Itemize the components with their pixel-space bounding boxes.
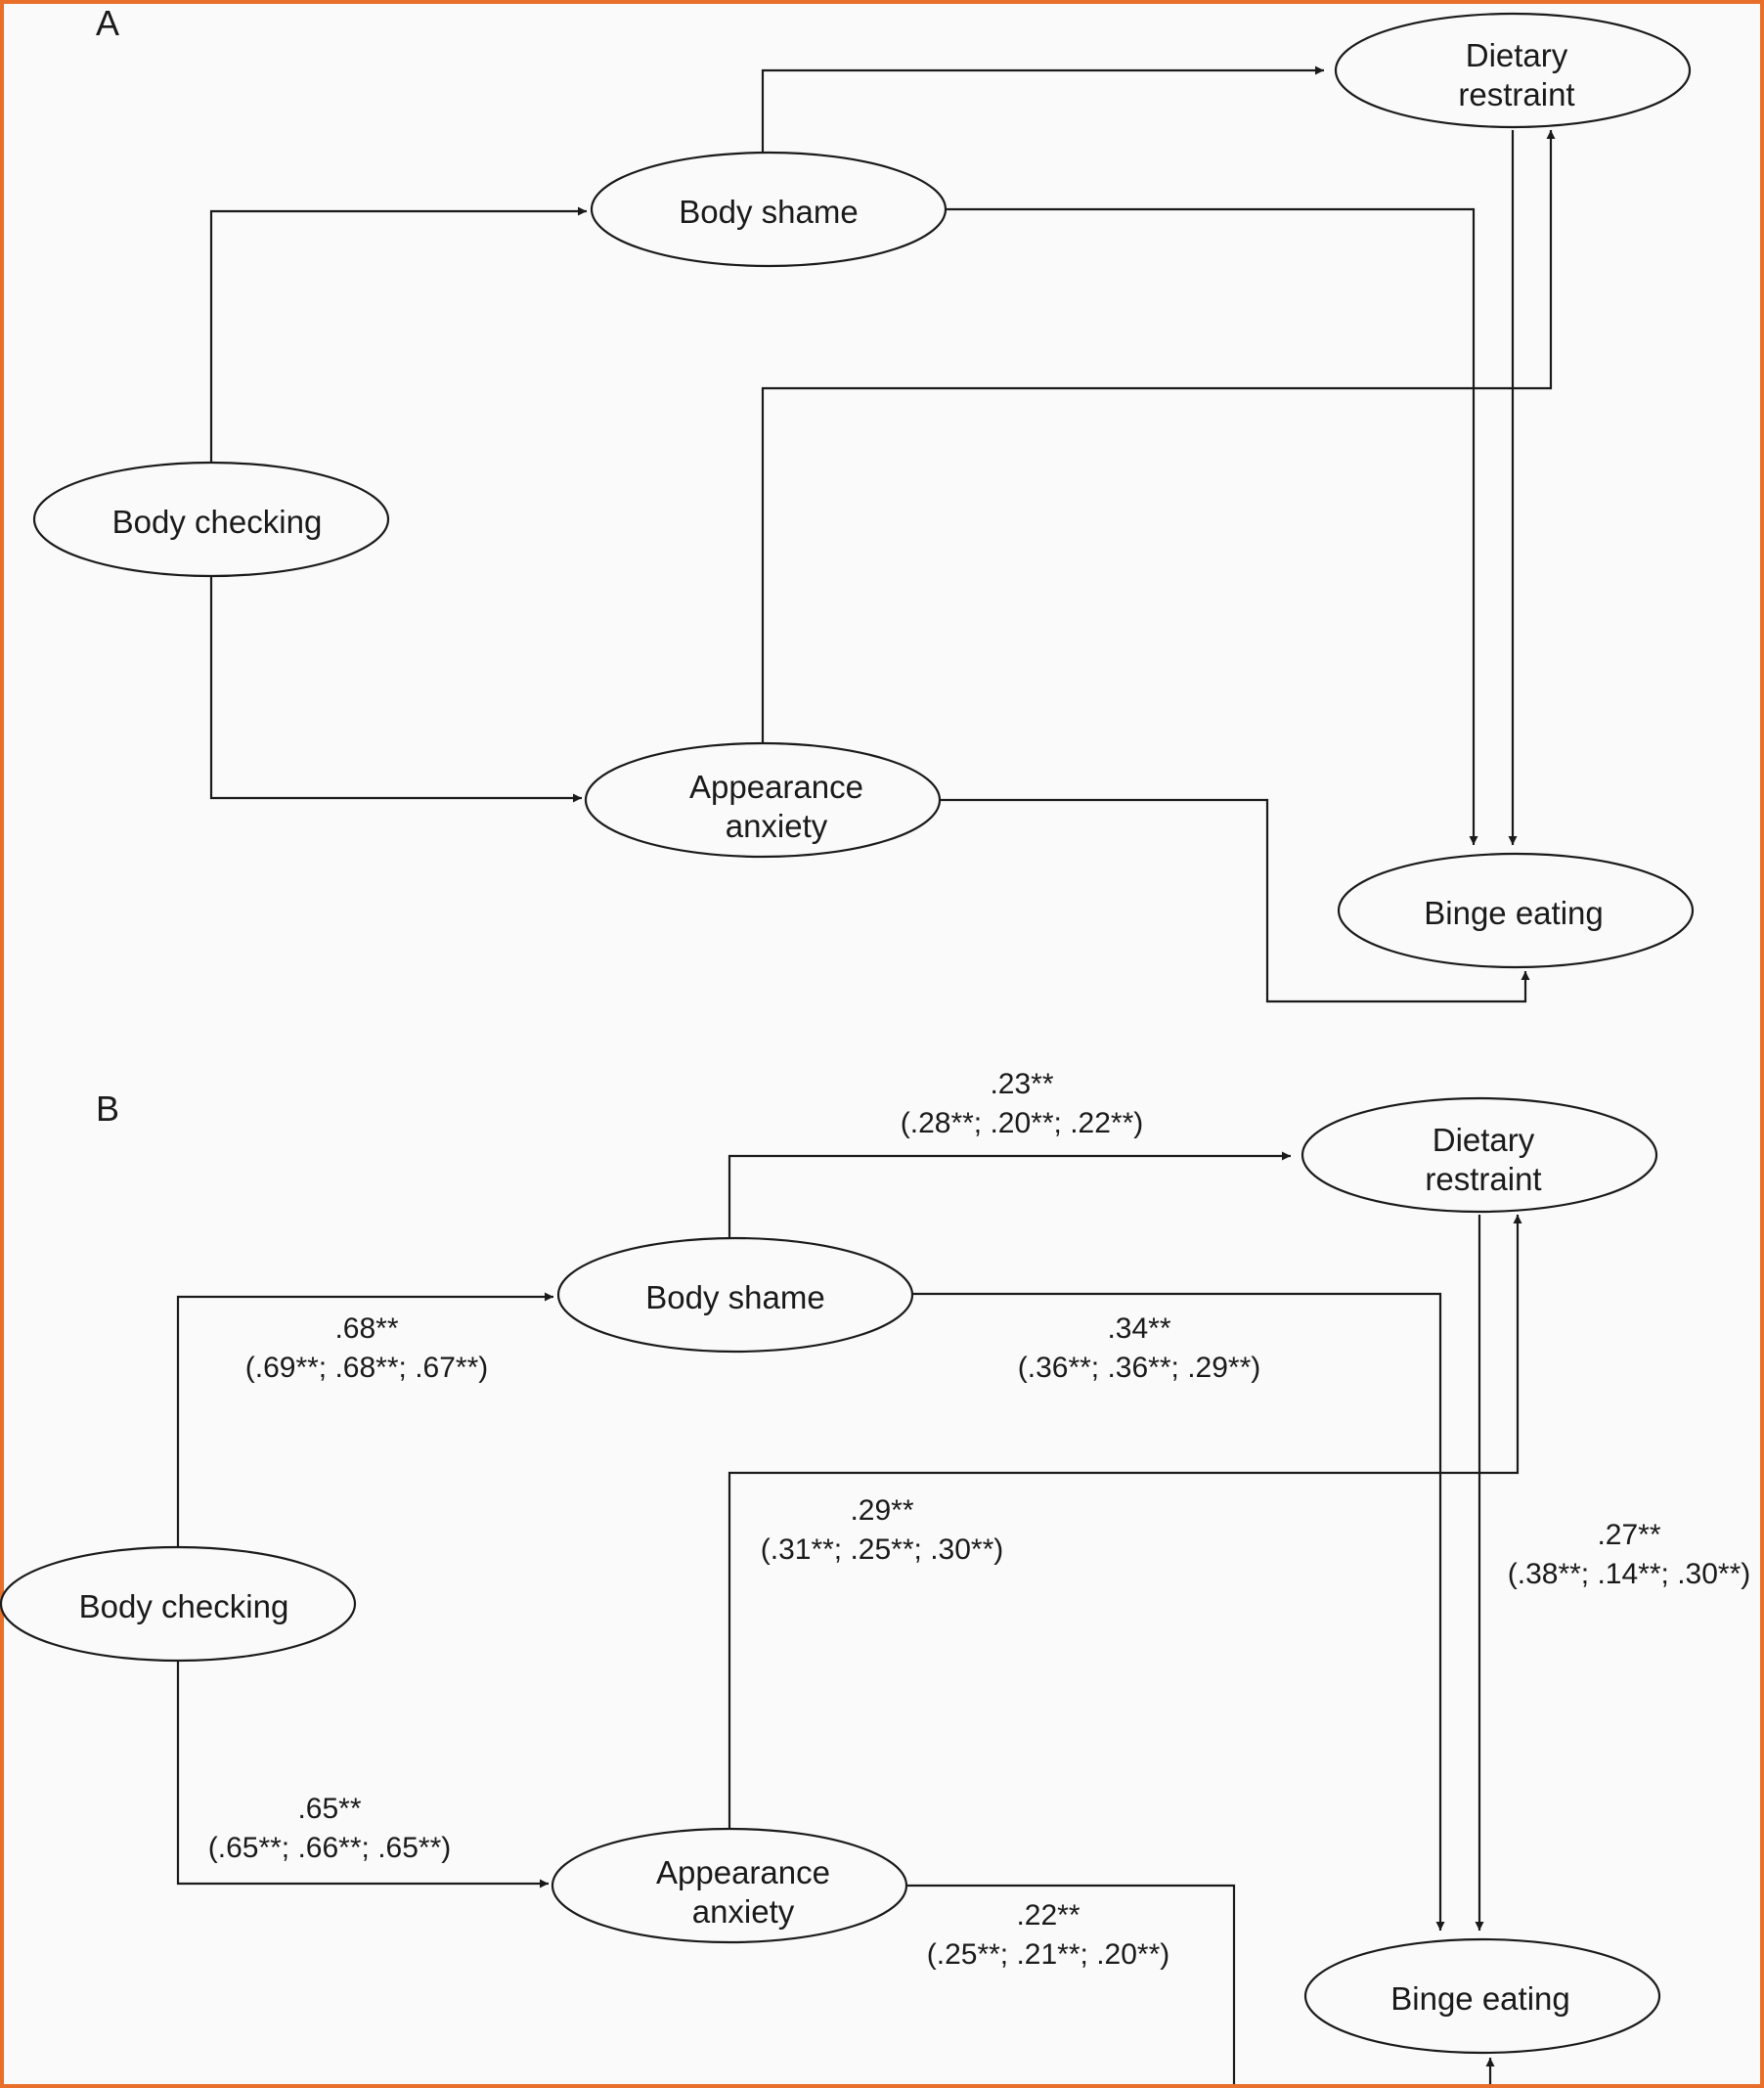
coef-groups: (.36**; .36**; .29**) <box>1018 1352 1260 1384</box>
coef-groups: (.25**; .21**; .20**) <box>927 1938 1169 1971</box>
path-anxiety-to-restraint <box>728 1215 1522 1829</box>
coef-shame-to-binge: .34** (.36**; .36**; .29**) <box>1018 1312 1260 1384</box>
node-label-line1: Dietary <box>1433 1122 1535 1158</box>
node-label-line1: Appearance <box>656 1854 830 1890</box>
node-label: Binge eating <box>1390 1980 1569 2017</box>
node-label-line2: anxiety <box>692 1893 795 1930</box>
node-body-shame: Body shame <box>590 151 948 268</box>
path-anxiety-to-binge <box>905 1884 1236 2084</box>
node-body-checking: Body checking <box>32 461 390 578</box>
path-anxiety-to-restraint <box>761 130 1556 743</box>
coef-shame-to-restraint: .23** (.28**; .20**; .22**) <box>901 1068 1143 1139</box>
node-label-line2: restraint <box>1425 1161 1541 1197</box>
node-label: Body shame <box>679 194 858 230</box>
path-shame-to-restraint <box>728 1151 1291 1238</box>
coef-anxiety-to-binge: .22** (.25**; .21**; .20**) <box>927 1899 1169 1971</box>
coef-groups: (.38**; .14**; .30**) <box>1508 1558 1750 1590</box>
coef-groups: (.69**; .68**; .67**) <box>245 1352 488 1384</box>
node-body-checking: Body checking <box>0 1545 357 1663</box>
node-label-line2: restraint <box>1458 76 1574 112</box>
path-shame-to-restraint <box>761 66 1324 153</box>
node-label: Body checking <box>79 1588 289 1624</box>
path-checking-to-anxiety <box>176 1660 549 1888</box>
coef-main: .27** <box>1597 1519 1660 1551</box>
coef-checking-to-anxiety: .65** (.65**; .66**; .65**) <box>208 1793 451 1864</box>
coef-main: .22** <box>1016 1899 1080 1932</box>
coef-checking-to-shame: .68** (.69**; .68**; .67**) <box>245 1312 488 1384</box>
coef-main: .29** <box>850 1494 913 1527</box>
node-body-shame: Body shame <box>556 1236 914 1354</box>
coef-groups: (.31**; .25**; .30**) <box>761 1533 1003 1566</box>
coef-main: .23** <box>990 1068 1053 1100</box>
panel-a: A Body checking Body shame Appearance an… <box>32 3 1695 1003</box>
node-label-line2: anxiety <box>726 808 828 844</box>
coef-main: .34** <box>1107 1312 1170 1345</box>
node-binge-eating: Binge eating <box>1303 1937 1661 2055</box>
node-label-line1: Dietary <box>1466 37 1568 73</box>
path-checking-to-shame <box>209 206 587 464</box>
node-dietary-restraint: Dietary restraint <box>1301 1096 1658 1214</box>
node-label-line1: Appearance <box>689 769 863 805</box>
coef-groups: (.65**; .66**; .65**) <box>208 1832 451 1864</box>
panel-b-label: B <box>96 1088 119 1129</box>
path-checking-to-anxiety <box>209 575 582 803</box>
panel-a-label: A <box>96 3 119 43</box>
coef-restraint-to-binge: .27** (.38**; .14**; .30**) <box>1508 1519 1750 1590</box>
path-shame-to-binge <box>911 1292 1445 1931</box>
node-dietary-restraint: Dietary restraint <box>1334 12 1692 129</box>
path-shame-to-binge <box>945 207 1478 845</box>
coef-groups: (.28**; .20**; .22**) <box>901 1107 1143 1139</box>
node-appearance-anxiety: Appearance anxiety <box>551 1827 908 1944</box>
path-anxiety-to-binge <box>939 798 1530 1003</box>
path-checking-to-shame <box>176 1292 553 1548</box>
coef-main: .68** <box>334 1312 398 1345</box>
node-label: Binge eating <box>1424 895 1603 931</box>
coef-main: .65** <box>297 1793 361 1825</box>
node-binge-eating: Binge eating <box>1337 852 1695 969</box>
coef-anxiety-to-restraint: .29** (.31**; .25**; .30**) <box>761 1494 1003 1566</box>
node-label: Body checking <box>112 504 323 540</box>
node-label: Body shame <box>645 1279 824 1315</box>
panel-b: B Body checking Body shame Appearance an… <box>0 1068 1750 2084</box>
node-appearance-anxiety: Appearance anxiety <box>584 741 942 859</box>
